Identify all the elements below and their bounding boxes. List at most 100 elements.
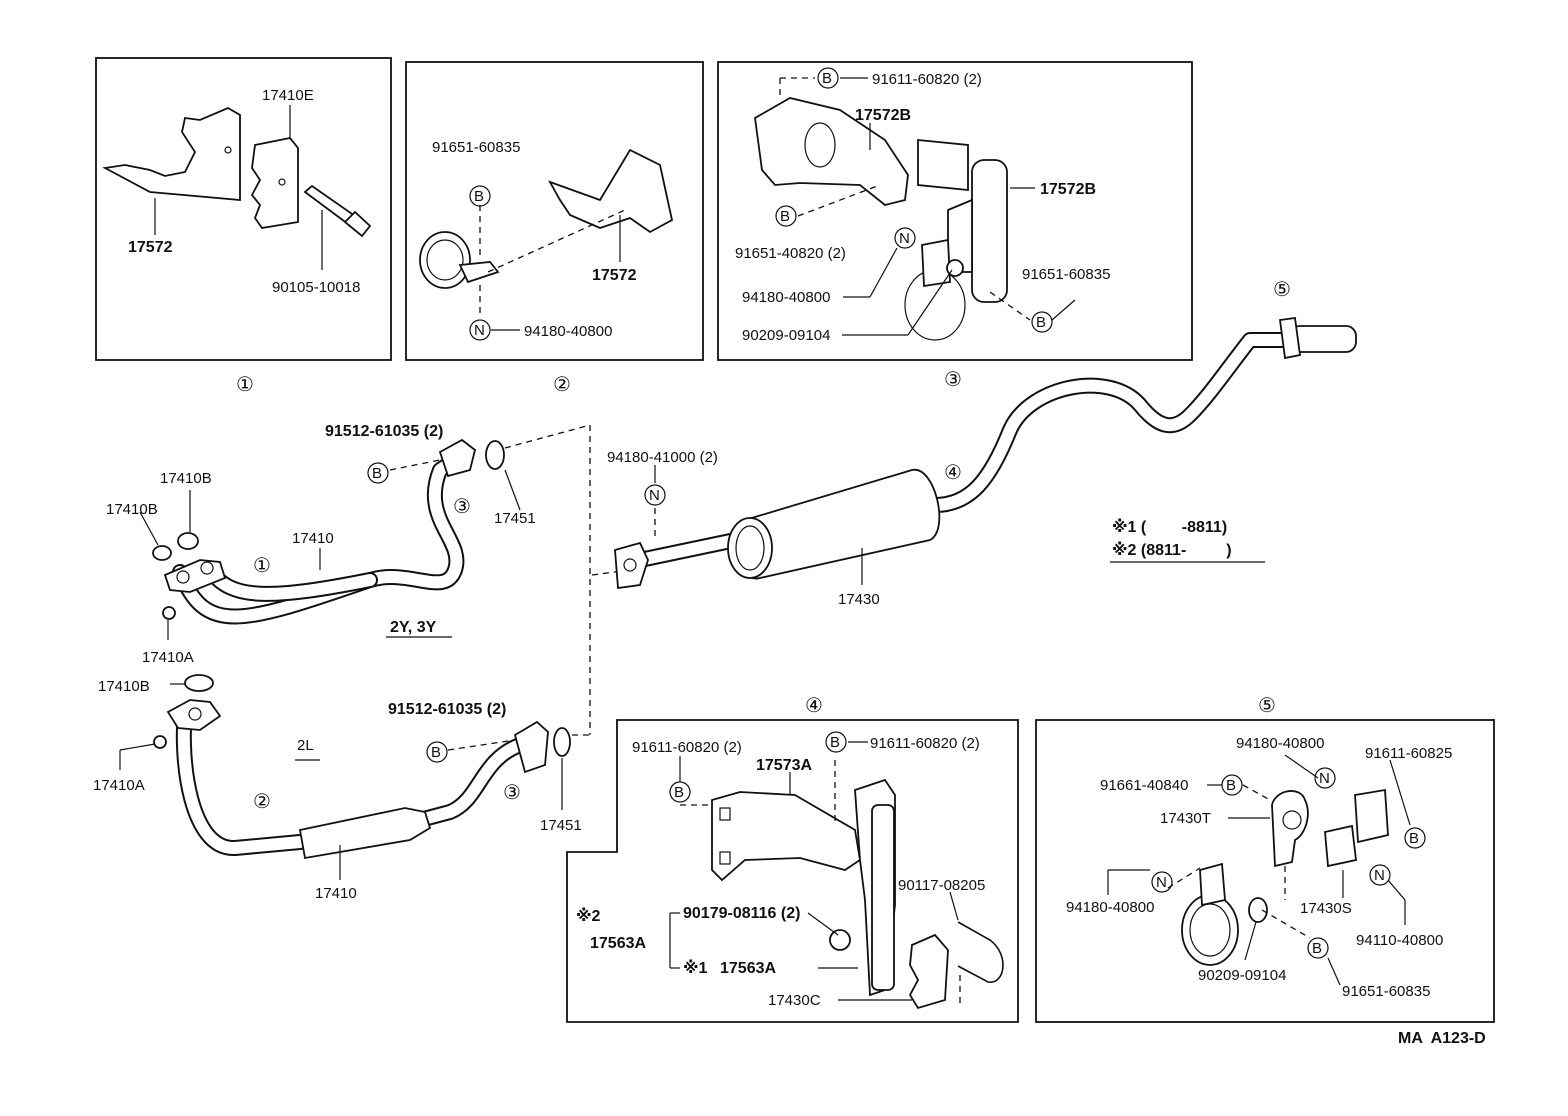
flange-port bbox=[200, 561, 214, 575]
leader bbox=[119, 743, 156, 751]
badge-b bbox=[1221, 774, 1243, 796]
leader bbox=[907, 269, 953, 336]
bracket-hole bbox=[224, 146, 232, 154]
badge-b bbox=[469, 185, 491, 207]
muffler-front-ring bbox=[735, 525, 765, 571]
badge-b bbox=[426, 741, 448, 763]
dashed-guide bbox=[504, 424, 591, 449]
badge-b-letter: B bbox=[474, 188, 484, 205]
part-label: 91512-61035 (2) bbox=[325, 423, 443, 440]
part-label: 91611-60820 (2) bbox=[632, 739, 742, 756]
badge-b bbox=[367, 462, 389, 484]
hanger-17572B bbox=[971, 159, 1008, 303]
insulator-17430C bbox=[908, 933, 949, 1010]
dashed-guide bbox=[1167, 867, 1201, 889]
rear-flange bbox=[513, 720, 549, 774]
rear-flange bbox=[438, 438, 477, 478]
badge-b bbox=[1404, 827, 1426, 849]
badge-b-letter: B bbox=[674, 784, 684, 801]
part-label: 91512-61035 (2) bbox=[388, 701, 506, 718]
panel-number: ⑤ bbox=[1258, 695, 1276, 717]
badge-n-letter: N bbox=[899, 230, 910, 247]
part-label: 17410 bbox=[292, 530, 334, 547]
panel-number: ② bbox=[553, 374, 571, 396]
part-label: 17572 bbox=[128, 239, 173, 256]
engine-label: 2L bbox=[297, 737, 314, 754]
muffler-front-cap bbox=[727, 517, 773, 579]
gasket-17410B bbox=[152, 545, 172, 561]
bracket-hole bbox=[804, 122, 836, 168]
badge-b bbox=[1307, 937, 1329, 959]
part-label: 17410 bbox=[315, 885, 357, 902]
callout-number: ① bbox=[253, 555, 271, 577]
part-label: 17451 bbox=[494, 510, 536, 527]
bracket-plate bbox=[1354, 788, 1389, 844]
bracket-hole bbox=[719, 807, 731, 821]
part-label: 91651-60835 bbox=[1342, 983, 1430, 1000]
clamp-tab bbox=[921, 238, 951, 288]
badge-n-letter: N bbox=[474, 322, 485, 339]
callout-number: ⑤ bbox=[1273, 279, 1291, 301]
muffler-tailpipe: N 94180-41000 (2) 17430 ④ ⑤ ※1 ( -8811) … bbox=[607, 279, 1357, 608]
part-label: 90179-08116 (2) bbox=[683, 905, 800, 922]
part-label: 94110-40800 bbox=[1356, 932, 1443, 949]
leader bbox=[949, 891, 959, 921]
part-label: 94180-40800 bbox=[1236, 735, 1324, 752]
part-label: 90105-10018 bbox=[272, 279, 360, 296]
badge-b-letter: B bbox=[1409, 830, 1419, 847]
panel-number: ③ bbox=[944, 369, 962, 391]
dashed-guide bbox=[389, 459, 441, 471]
gasket-17451 bbox=[485, 440, 505, 470]
panel-5-frame bbox=[1035, 719, 1495, 1023]
badge-b bbox=[775, 205, 797, 227]
gasket-17410B bbox=[184, 674, 214, 692]
part-label: 17430C bbox=[768, 992, 821, 1009]
badge-n bbox=[1369, 864, 1391, 886]
insulator-hole bbox=[278, 178, 286, 186]
flange-port bbox=[623, 558, 637, 572]
part-label: 94180-40800 bbox=[1066, 899, 1154, 916]
panel-4-frame bbox=[566, 719, 1019, 1023]
badge-n bbox=[1314, 767, 1336, 789]
leader bbox=[869, 247, 898, 298]
part-label: 91661-40840 bbox=[1100, 777, 1188, 794]
leader bbox=[807, 912, 839, 936]
part-label: 17563A bbox=[720, 960, 776, 977]
badge-b bbox=[669, 781, 691, 803]
part-label: 91611-60820 (2) bbox=[870, 735, 980, 752]
part-label: 17573A bbox=[756, 757, 812, 774]
leader bbox=[1389, 759, 1411, 826]
dashed-guide bbox=[447, 739, 516, 751]
part-label: 17572B bbox=[1040, 181, 1096, 198]
part-label: 17430T bbox=[1160, 810, 1211, 827]
panel-number: ① bbox=[236, 374, 254, 396]
u-bolt-90117-08205 bbox=[957, 921, 1004, 983]
dashed-guide bbox=[487, 209, 626, 273]
gasket-17410B bbox=[177, 532, 199, 550]
part-label: 17572 bbox=[592, 267, 637, 284]
insulator-17410E bbox=[250, 137, 299, 229]
part-label: 90117-08205 bbox=[898, 877, 985, 894]
panel-number: ④ bbox=[805, 695, 823, 717]
part-label: 17410B bbox=[160, 470, 212, 487]
leader bbox=[1244, 921, 1257, 961]
flange-port bbox=[176, 570, 190, 584]
muffler-inlet-flange bbox=[614, 541, 649, 590]
part-label: 17451 bbox=[540, 817, 582, 834]
dashed-guide bbox=[989, 291, 1031, 321]
tailpipe-clamp bbox=[1278, 316, 1302, 360]
badge-b-letter: B bbox=[1036, 314, 1046, 331]
dashed-guide bbox=[1242, 784, 1271, 801]
part-label: 17430 bbox=[838, 591, 880, 608]
bracket-17572 bbox=[102, 106, 241, 201]
part-label: 17410A bbox=[93, 777, 145, 794]
part-label: 90209-09104 bbox=[1198, 967, 1286, 984]
part-label: 91651-60835 bbox=[432, 139, 520, 156]
part-label: 17563A bbox=[590, 935, 646, 952]
bolt-head bbox=[343, 210, 372, 238]
badge-b-letter: B bbox=[830, 734, 840, 751]
panel-4: B B 91611-60820 (2) 91611-60820 (2) 1757… bbox=[566, 695, 1019, 1023]
panel-2: B N 91651-60835 17572 94180-40800 ② bbox=[405, 61, 704, 396]
gasket-17451 bbox=[553, 727, 571, 757]
